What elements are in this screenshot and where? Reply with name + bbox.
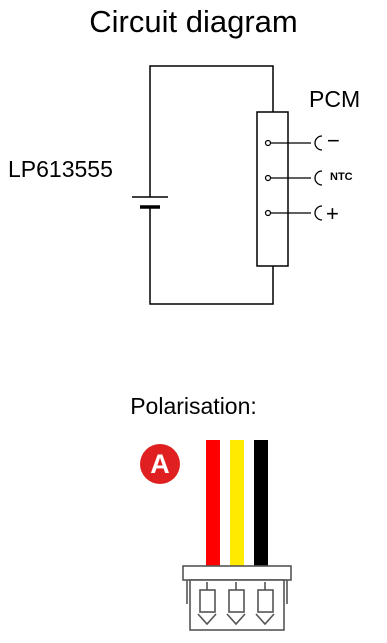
wire-black — [254, 440, 268, 568]
pin-terminal-negative — [264, 135, 323, 151]
pin-label-positive: + — [326, 201, 339, 226]
battery-label: LP613555 — [8, 156, 113, 182]
pcm-label: PCM — [309, 86, 361, 112]
pin-label-ntc: NTC — [330, 171, 353, 183]
pin-label-negative: − — [327, 128, 340, 153]
wire-top — [149, 65, 274, 150]
wire-yellow — [230, 440, 244, 568]
polarisation-label: Polarisation: — [130, 393, 257, 419]
wire-bottom — [149, 213, 274, 305]
diagram-title: Circuit diagram — [89, 4, 298, 39]
pcm-box — [256, 111, 289, 267]
connector-housing — [182, 565, 292, 631]
wire-red — [206, 440, 220, 568]
polarity-badge: A — [140, 444, 180, 484]
pin-terminal-ntc — [264, 170, 323, 186]
pin-terminal-positive — [264, 205, 323, 221]
